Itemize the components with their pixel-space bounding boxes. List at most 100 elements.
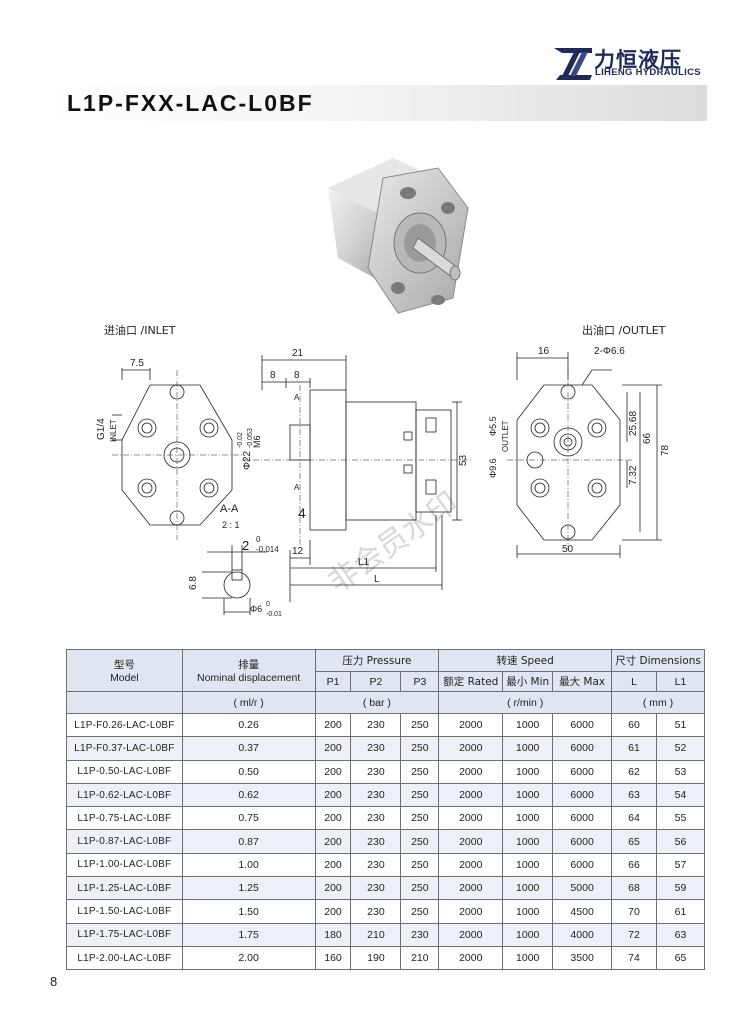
- cell-l: 68: [611, 876, 657, 901]
- header-l1: L1: [656, 671, 705, 692]
- cell-l1: 55: [656, 806, 705, 831]
- cell-p3: 250: [400, 782, 440, 808]
- cell-p3: 230: [400, 922, 440, 947]
- dim-7-32: 7.32: [628, 465, 639, 485]
- cell-l: 62: [611, 759, 657, 784]
- cell-rated: 2000: [438, 736, 504, 761]
- cell-model: L1P-1.50-LAC-L0BF: [66, 899, 183, 924]
- cell-rated: 2000: [438, 829, 504, 854]
- dim-phi6-tol-top: 0: [266, 601, 270, 608]
- cell-l1: 57: [656, 852, 705, 878]
- cell-displacement: 0.75: [181, 806, 316, 831]
- dim-l1: L1: [358, 557, 370, 568]
- cell-p2: 230: [350, 759, 402, 784]
- header-pressure: 压力 Pressure: [314, 649, 440, 672]
- cell-min: 1000: [502, 899, 554, 924]
- cell-l: 70: [611, 899, 657, 924]
- cell-p2: 230: [350, 712, 402, 738]
- brand-logo-icon: [554, 48, 592, 80]
- dim-phi6: Φ6: [250, 604, 262, 614]
- dim-7-5: 7.5: [130, 358, 144, 369]
- dim-66: 66: [642, 432, 653, 444]
- cell-p3: 250: [400, 852, 440, 878]
- section-mark-bottom: A: [294, 483, 300, 492]
- cell-max: 5000: [552, 876, 613, 901]
- cell-p3: 250: [400, 806, 440, 831]
- cell-p2: 230: [350, 876, 402, 901]
- cell-p1: 180: [314, 922, 352, 947]
- cell-p1: 200: [314, 759, 352, 784]
- cell-rated: 2000: [438, 922, 504, 947]
- outlet-label: 出油口 /OUTLET: [582, 324, 666, 337]
- cell-l: 74: [611, 945, 657, 971]
- header-max: 最大 Max: [552, 671, 613, 692]
- cell-min: 1000: [502, 806, 554, 831]
- side-view: [242, 355, 472, 602]
- cell-rated: 2000: [438, 759, 504, 784]
- cell-l: 72: [611, 922, 657, 947]
- dim-phi9-6: Φ9.6: [488, 458, 498, 478]
- cell-max: 6000: [552, 712, 613, 738]
- dim-phi22: Φ22: [242, 450, 253, 470]
- cell-l: 63: [611, 782, 657, 808]
- dim-53: 53: [458, 454, 469, 466]
- header-disp-unit: ( ml/r ): [181, 691, 316, 714]
- dim-key-width: 2: [242, 538, 249, 553]
- header-model: 型号 Model: [66, 649, 183, 692]
- header-min: 最小 Min: [502, 671, 554, 692]
- cell-model: L1P-0.62-LAC-L0BF: [66, 782, 183, 808]
- inlet-view: [112, 368, 242, 540]
- header-p2: P2: [350, 671, 402, 692]
- cell-p1: 200: [314, 736, 352, 761]
- header-p3: P3: [400, 671, 440, 692]
- header-dims-unit: ( mm ): [611, 691, 705, 714]
- cell-rated: 2000: [438, 782, 504, 808]
- cell-min: 1000: [502, 736, 554, 761]
- cell-l1: 63: [656, 922, 705, 947]
- cell-max: 6000: [552, 759, 613, 784]
- dim-21: 21: [292, 348, 304, 359]
- cell-p1: 200: [314, 782, 352, 808]
- dim-50: 50: [562, 544, 574, 555]
- outlet-view: [507, 352, 662, 558]
- cell-min: 1000: [502, 852, 554, 878]
- cell-l1: 59: [656, 876, 705, 901]
- cell-min: 1000: [502, 759, 554, 784]
- cell-l1: 52: [656, 736, 705, 761]
- dim-phi22-tol-bot: -0.053: [247, 428, 254, 448]
- dim-key-tol-bot: -0.014: [256, 545, 279, 554]
- cell-model: L1P-2.00-LAC-L0BF: [66, 945, 183, 971]
- section-label: A-A: [220, 503, 239, 515]
- header-dimensions: 尺寸 Dimensions: [611, 649, 705, 672]
- cell-l1: 56: [656, 829, 705, 854]
- cell-max: 4000: [552, 922, 613, 947]
- cell-displacement: 1.25: [181, 876, 316, 901]
- cell-p3: 250: [400, 712, 440, 738]
- cell-displacement: 1.50: [181, 899, 316, 924]
- cell-max: 6000: [552, 736, 613, 761]
- cell-displacement: 0.37: [181, 736, 316, 761]
- cell-min: 1000: [502, 945, 554, 971]
- cell-min: 1000: [502, 922, 554, 947]
- cell-rated: 2000: [438, 806, 504, 831]
- cell-min: 1000: [502, 712, 554, 738]
- brand-name-en: LIHENG HYDRAULICS: [595, 67, 701, 78]
- header-p1: P1: [314, 671, 352, 692]
- cell-displacement: 0.26: [181, 712, 316, 738]
- cell-p2: 230: [350, 852, 402, 878]
- brand-name-cn: 力恒液压: [594, 48, 682, 72]
- cell-p3: 250: [400, 759, 440, 784]
- cell-p2: 190: [350, 945, 402, 971]
- cell-p3: 250: [400, 899, 440, 924]
- cell-p1: 200: [314, 852, 352, 878]
- cell-rated: 2000: [438, 899, 504, 924]
- cell-model: L1P-0.75-LAC-L0BF: [66, 806, 183, 831]
- cell-rated: 2000: [438, 876, 504, 901]
- technical-drawing: 非会员水印 7.5 G1/4 INLET A-A 2 : 1 2 0 -0.01…: [96, 346, 671, 618]
